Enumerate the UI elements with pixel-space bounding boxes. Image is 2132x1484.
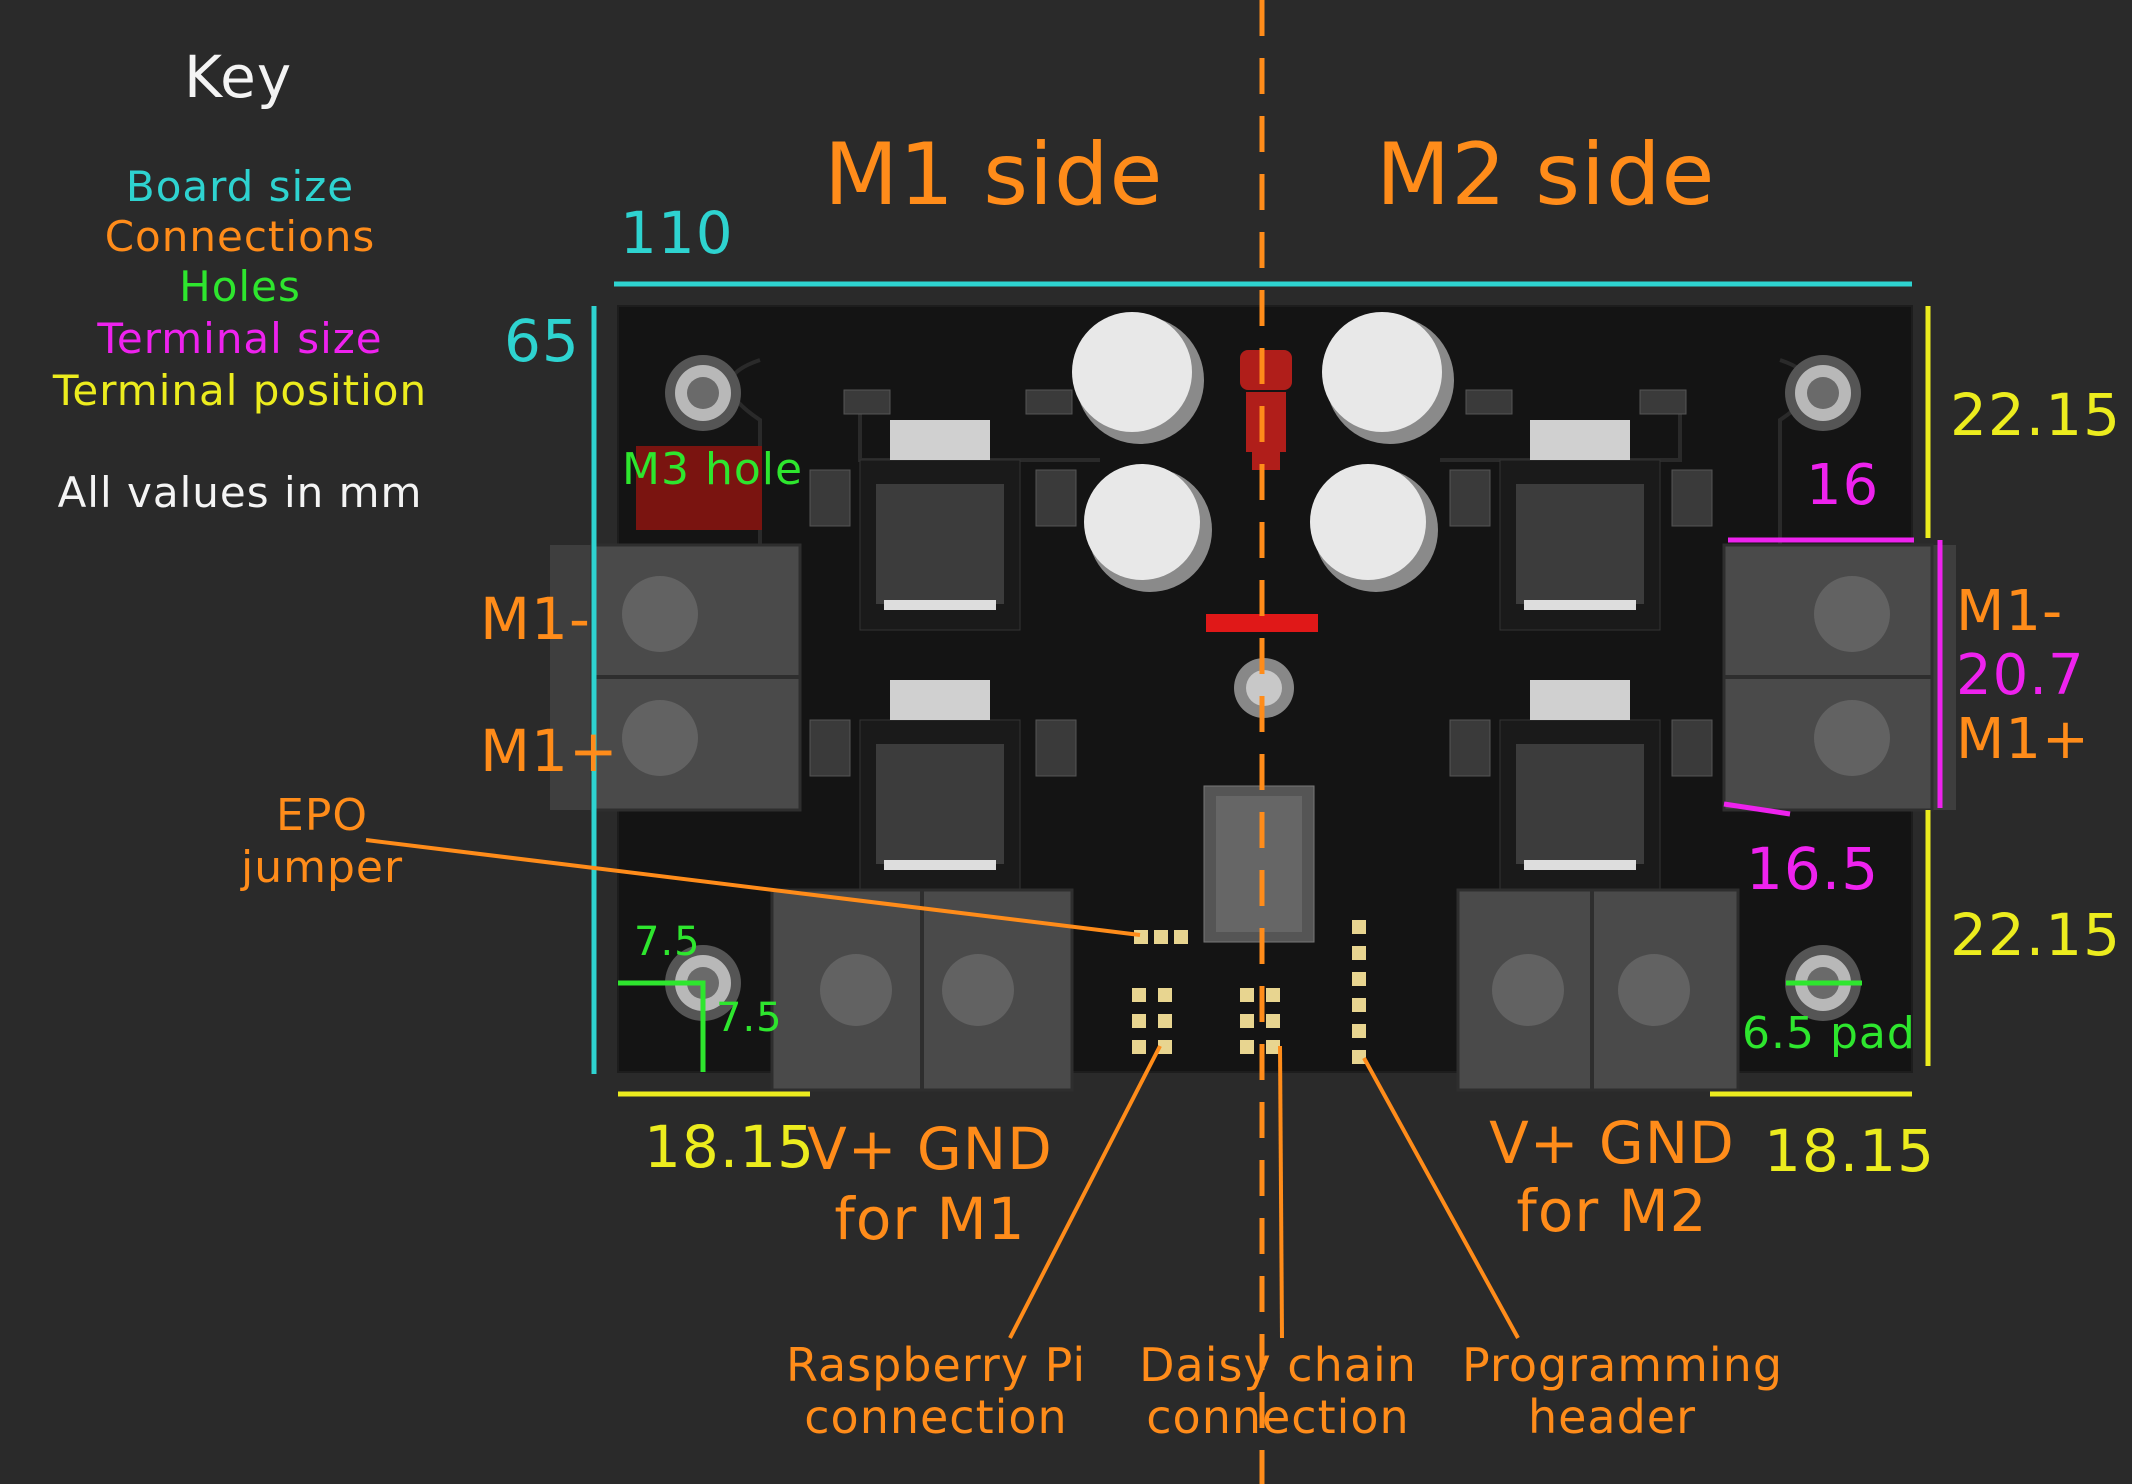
power-m2-label-line1: V+ GND (1489, 1109, 1735, 1177)
left-m1-plus-label: M1+ (480, 717, 619, 785)
motor-terminal-right (1722, 543, 1956, 812)
driver-chip (859, 719, 1021, 891)
m2-side-heading: M2 side (1376, 125, 1716, 225)
red-indicator (1206, 614, 1318, 632)
motor-terminal-left (550, 543, 802, 812)
legend-terminal-size: Terminal size (97, 314, 383, 363)
rpi-leader-line (1008, 1045, 1162, 1339)
pad-label: 6.5 pad (1742, 1008, 1916, 1059)
rpi-header-pins (1132, 988, 1172, 1054)
rpi-label-line1: Raspberry Pi (786, 1338, 1087, 1392)
power-offset-right-label: 18.15 (1764, 1117, 1936, 1185)
power-terminal-m2 (1456, 888, 1740, 1092)
terminal-depth-label: 16.5 (1746, 835, 1880, 903)
legend-terminal-position: Terminal position (52, 366, 428, 415)
epo-leader-line (365, 838, 1141, 937)
chip-pins (890, 420, 1630, 720)
power-m2-label-line2: for M2 (1516, 1177, 1708, 1245)
legend-holes: Holes (179, 262, 301, 311)
prog-label-line2: header (1527, 1390, 1697, 1444)
hole-offset-lines (618, 980, 706, 1072)
left-m1-minus-label: M1- (480, 585, 591, 653)
programming-header-pins (1352, 920, 1366, 1064)
board-width-label: 110 (620, 199, 734, 267)
terminal-width-label: 16 (1806, 453, 1880, 518)
capacitor (1084, 464, 1212, 592)
epo-jumper-pins (1134, 930, 1188, 944)
mounting-hole (1785, 355, 1861, 431)
terminal-offset-top-label: 22.15 (1950, 381, 2122, 449)
terminal-size-line (1723, 801, 1791, 817)
power-offset-left-label: 18.15 (644, 1113, 816, 1181)
right-m1-minus-label: M1- (1956, 579, 2064, 644)
m1-side-heading: M1 side (824, 125, 1164, 225)
right-m1-plus-label: M1+ (1956, 707, 2090, 772)
power-m1-label-line2: for M1 (834, 1185, 1026, 1253)
daisy-label-line1: Daisy chain (1139, 1338, 1417, 1392)
driver-chip (1499, 459, 1661, 631)
robot-logo (1240, 350, 1292, 470)
daisy-header-pins (1240, 988, 1280, 1054)
legend-board-size: Board size (125, 162, 355, 211)
rpi-label-line2: connection (804, 1390, 1068, 1444)
prog-label-line1: Programming (1462, 1338, 1784, 1392)
epo-label-line2: jumper (240, 842, 404, 893)
hole-offset-y-label: 7.5 (716, 995, 783, 1041)
key-title: Key (184, 43, 293, 111)
driver-chip (1499, 719, 1661, 891)
legend-connections: Connections (104, 212, 376, 261)
capacitor (1322, 312, 1454, 444)
prog-leader-line (1362, 1057, 1520, 1339)
driver-chip (859, 459, 1021, 631)
capacitor (1072, 312, 1204, 444)
daisy-leader-line (1278, 1045, 1284, 1339)
epo-label-line1: EPO (276, 790, 368, 841)
terminal-offset-bottom-label: 22.15 (1950, 901, 2122, 969)
m3-hole-label: M3 hole (622, 444, 804, 495)
board-height-label: 65 (504, 307, 580, 375)
capacitor (1310, 464, 1438, 592)
power-m1-label-line1: V+ GND (807, 1115, 1053, 1183)
power-terminal-m1 (770, 888, 1074, 1092)
smd-components (809, 389, 1713, 777)
microcontroller (1203, 785, 1315, 943)
hole-offset-x-label: 7.5 (634, 919, 701, 965)
units-note: All values in mm (57, 468, 423, 517)
mounting-hole (665, 355, 741, 431)
silkscreen-logo (636, 446, 762, 530)
daisy-label-line2: connection (1146, 1390, 1410, 1444)
center-led (1234, 658, 1294, 718)
terminal-pitch-label: 20.7 (1956, 643, 2085, 708)
